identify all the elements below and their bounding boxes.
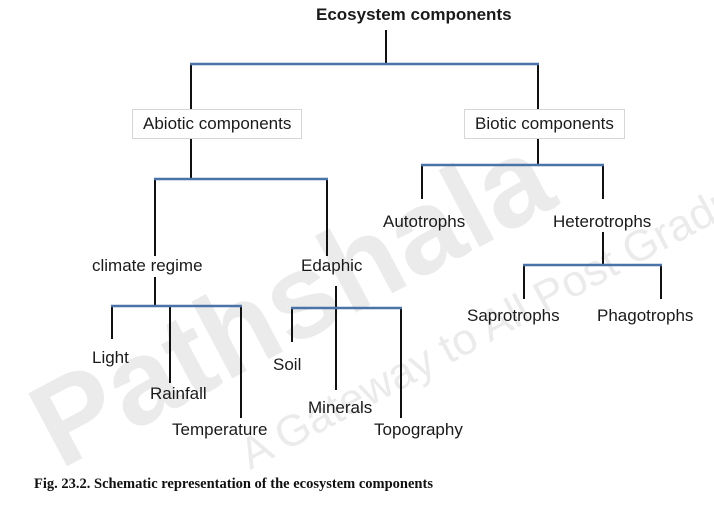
figure-caption: Fig. 23.2. Schematic representation of t… [34,476,433,492]
root-node-ecosystem-components: Ecosystem components [316,5,512,24]
node-edaphic: Edaphic [301,256,363,275]
node-minerals: Minerals [308,398,373,417]
node-phagotrophs: Phagotrophs [597,306,694,325]
node-saprotrophs: Saprotrophs [467,306,560,325]
node-climate-regime: climate regime [92,256,203,275]
node-autotrophs: Autotrophs [383,212,466,231]
node-temperature: Temperature [172,420,268,439]
node-light: Light [92,348,129,367]
node-abiotic-components: Abiotic components [132,109,303,139]
node-soil: Soil [273,355,302,374]
node-heterotrophs: Heterotrophs [553,212,652,231]
node-topography: Topography [374,420,463,439]
node-rainfall: Rainfall [150,384,207,403]
node-biotic-components: Biotic components [464,109,625,139]
